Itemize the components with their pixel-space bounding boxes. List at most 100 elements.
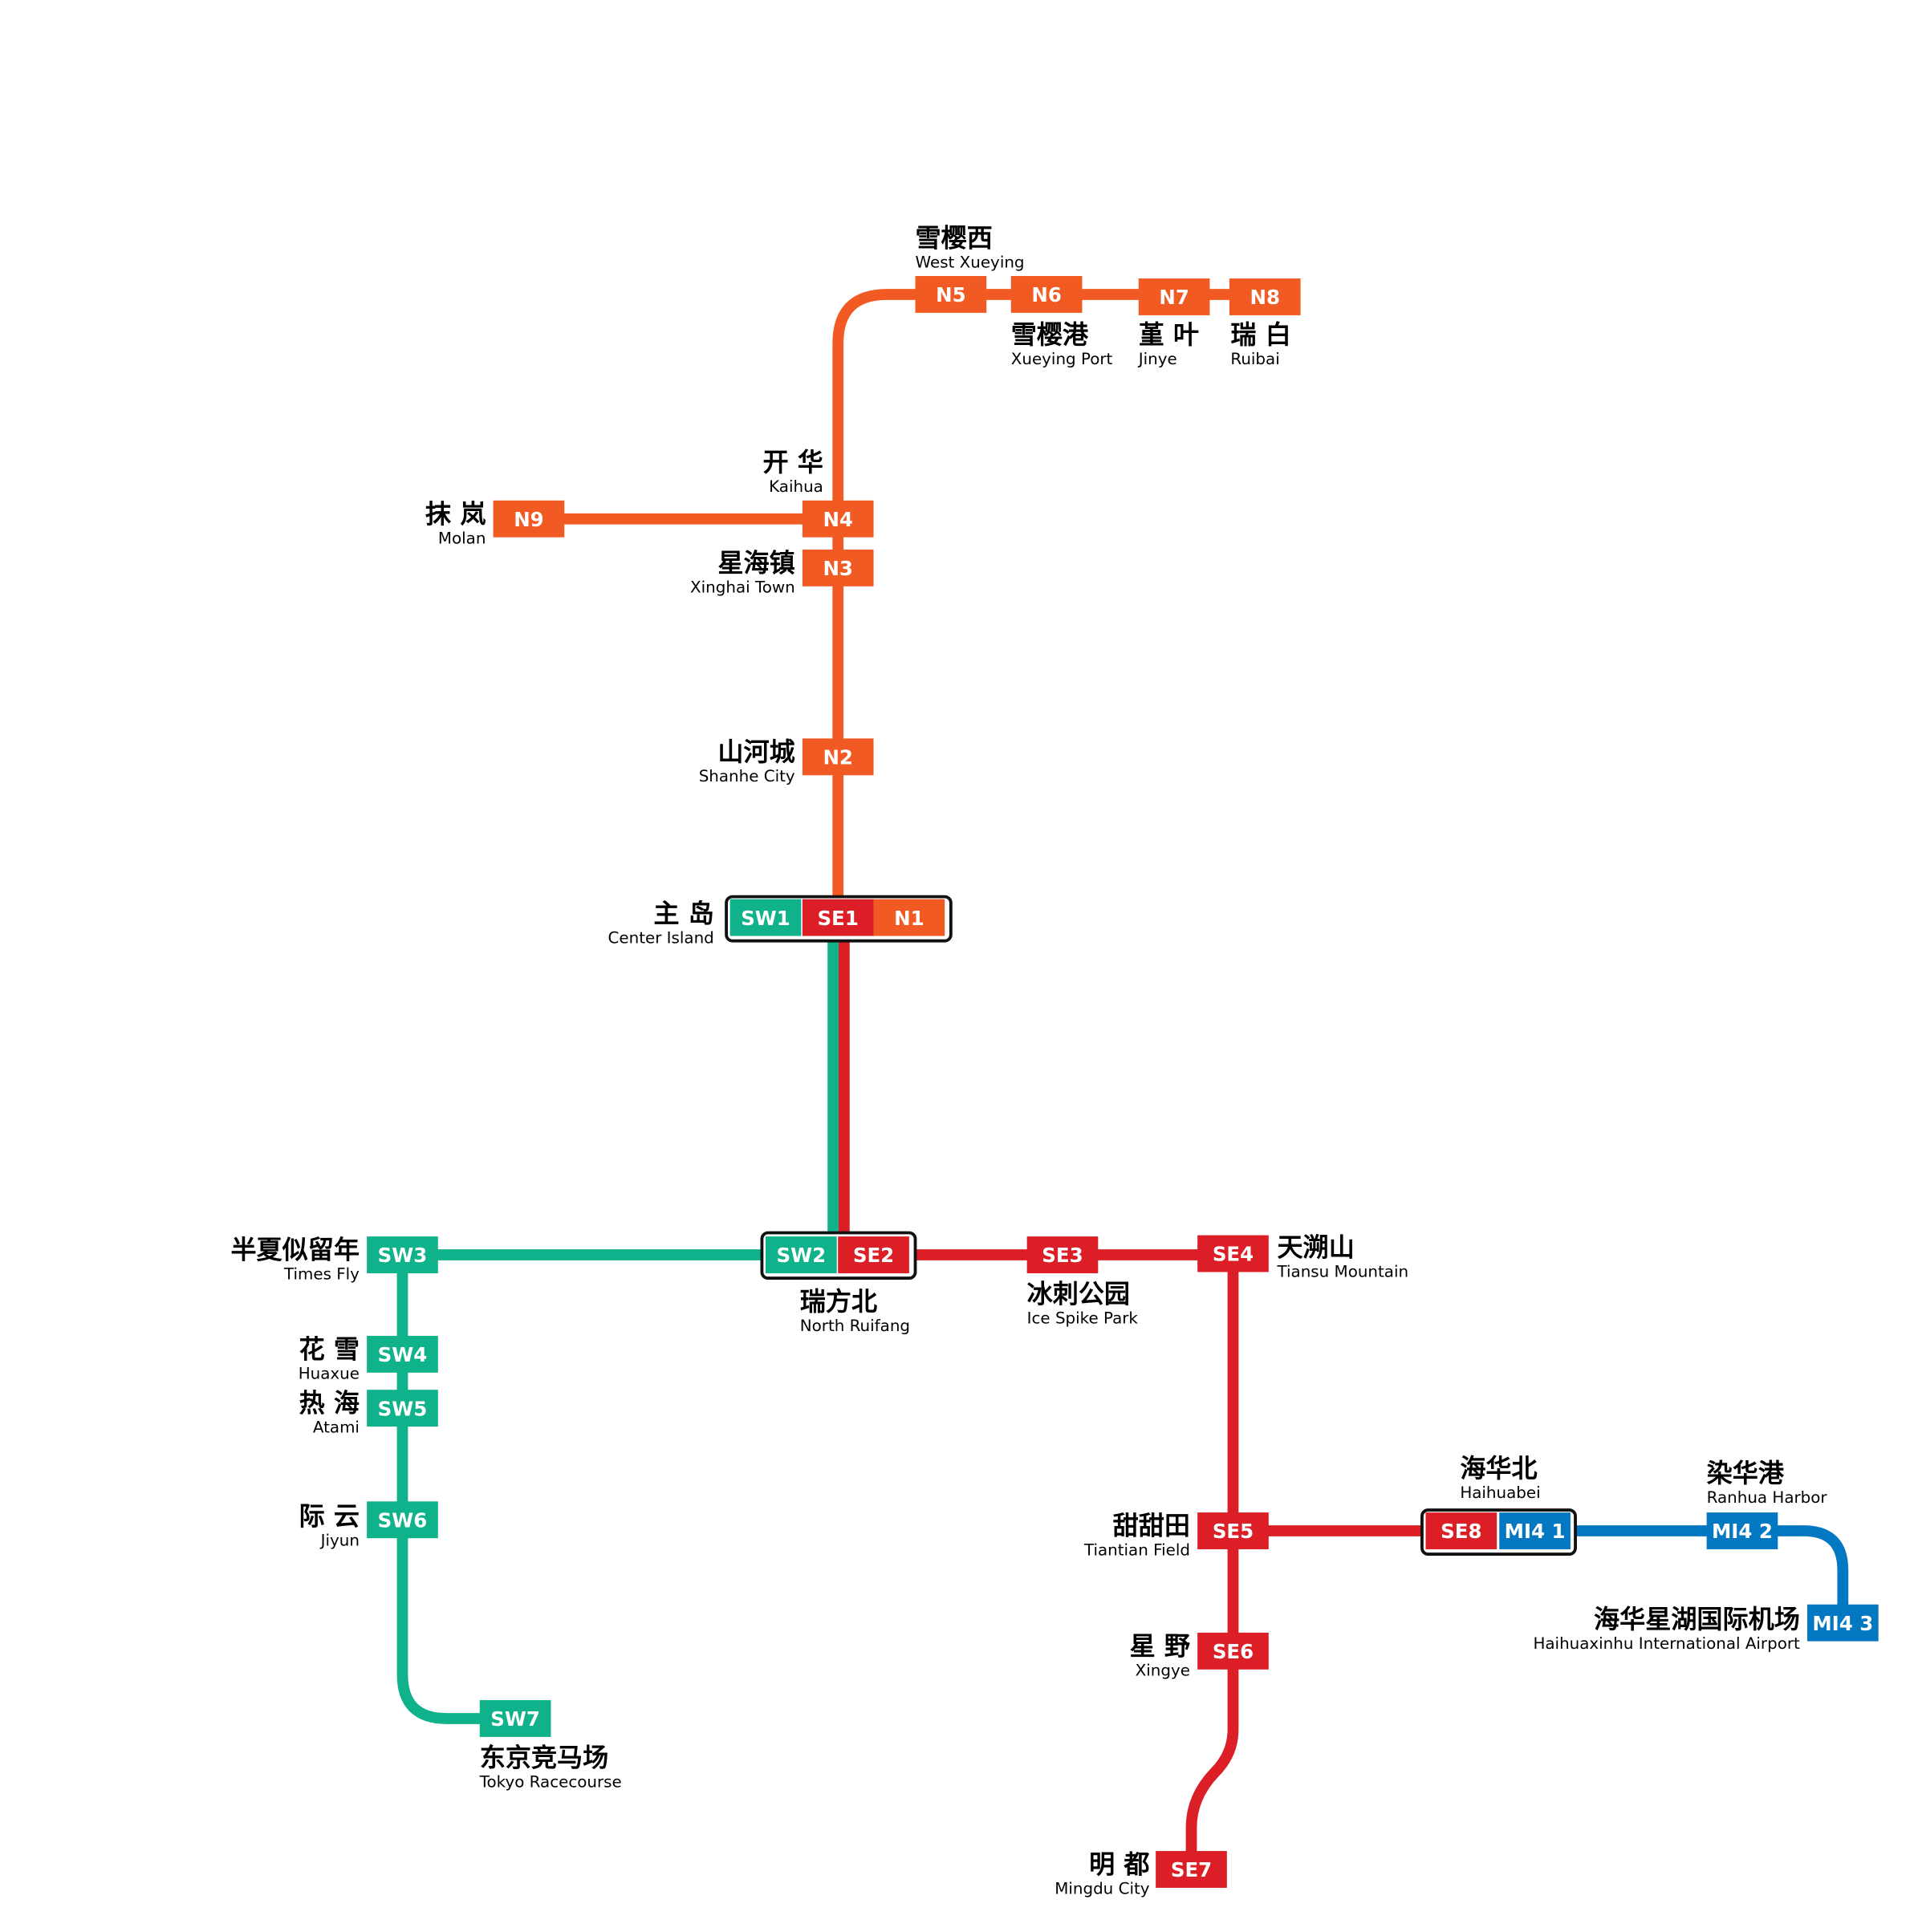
station-sw1[interactable]: SW1 <box>729 899 802 936</box>
station-mi4-3[interactable]: MI4 3 <box>1806 1604 1879 1642</box>
station-name-en: Xingye <box>1136 1661 1190 1679</box>
station-code: SW2 <box>777 1244 827 1267</box>
station-sw3[interactable]: SW3 <box>367 1236 438 1273</box>
station-code: SW1 <box>741 907 790 930</box>
station-code: N4 <box>823 508 852 531</box>
station-code: SE6 <box>1213 1640 1254 1663</box>
station-name-zh: 际 云 <box>299 1500 360 1531</box>
station-name-en: Xueying Port <box>1011 350 1113 368</box>
station-badge <box>1499 1512 1571 1549</box>
station-badge <box>1197 1512 1269 1549</box>
station-se3[interactable]: SE3 <box>1026 1236 1099 1273</box>
station-sw4[interactable]: SW4 <box>367 1335 438 1373</box>
station-se2[interactable]: SE2 <box>838 1236 909 1273</box>
station-se6[interactable]: SE6 <box>1197 1632 1269 1670</box>
station-name-zh: 瑞 白 <box>1230 319 1290 350</box>
station-name-en: Jiyun <box>319 1531 360 1549</box>
station-n9[interactable]: N9 <box>493 500 565 538</box>
station-se4[interactable]: SE4 <box>1197 1235 1269 1272</box>
station-sw5[interactable]: SW5 <box>367 1390 438 1427</box>
station-badge <box>838 1236 909 1273</box>
station-code: SW7 <box>490 1707 540 1731</box>
line-southwest <box>396 1255 516 1724</box>
station-n7[interactable]: N7 <box>1138 278 1210 315</box>
station-n2[interactable]: N2 <box>802 738 874 776</box>
station-badge <box>802 899 874 936</box>
station-n6[interactable]: N6 <box>1010 276 1083 313</box>
station-code: SE8 <box>1441 1520 1481 1543</box>
station-badge <box>1026 1236 1099 1273</box>
station-name-en: Mingdu City <box>1055 1880 1150 1898</box>
interchange-frames <box>725 895 1577 1556</box>
station-name-zh: 星 野 <box>1130 1630 1190 1661</box>
station-code: N2 <box>823 746 852 769</box>
station-code: SW4 <box>378 1343 428 1366</box>
station-badge <box>802 500 874 538</box>
station-name-zh: 开 华 <box>762 447 823 477</box>
station-badge <box>367 1236 438 1273</box>
station-code: N6 <box>1031 283 1061 306</box>
station-sw6[interactable]: SW6 <box>367 1501 438 1539</box>
station-n3[interactable]: N3 <box>802 549 874 586</box>
station-n4[interactable]: N4 <box>802 500 874 538</box>
station-n1[interactable]: N1 <box>873 899 945 936</box>
station-name-zh: 冰刺公园 <box>1027 1279 1130 1309</box>
line-north <box>832 289 1266 918</box>
station-name-en: West Xueying <box>916 253 1025 271</box>
station-badge <box>367 1501 438 1539</box>
station-name-en: Jinye <box>1137 350 1177 368</box>
station-code: N5 <box>936 283 965 306</box>
station-code: N7 <box>1159 286 1189 309</box>
station-n8[interactable]: N8 <box>1229 278 1301 315</box>
station-sw7[interactable]: SW7 <box>479 1700 551 1737</box>
station-badge <box>1229 278 1301 315</box>
station-name-en: Haihuabei <box>1460 1484 1540 1502</box>
station-code: MI4 3 <box>1812 1612 1873 1635</box>
station-n5[interactable]: N5 <box>915 276 987 313</box>
route-lines <box>396 289 1849 1869</box>
station-code: MI4 2 <box>1712 1520 1773 1543</box>
station-code: SE2 <box>853 1244 894 1267</box>
station-se1[interactable]: SE1 <box>802 899 874 936</box>
station-se5[interactable]: SE5 <box>1197 1512 1269 1549</box>
station-name-zh: 瑞方北 <box>800 1286 877 1317</box>
station-sw2[interactable]: SW2 <box>766 1236 837 1273</box>
station-name-zh: 花 雪 <box>299 1333 360 1364</box>
line-southeast <box>1185 1253 1239 1869</box>
station-name-en: Atami <box>313 1419 360 1437</box>
station-se8[interactable]: SE8 <box>1425 1512 1497 1549</box>
station-badge <box>367 1390 438 1427</box>
station-code: SE7 <box>1171 1858 1212 1881</box>
station-code: MI4 1 <box>1505 1520 1566 1543</box>
station-name-zh: 抹 岚 <box>425 498 486 529</box>
station-se7[interactable]: SE7 <box>1156 1851 1227 1888</box>
station-mi4-2[interactable]: MI4 2 <box>1706 1512 1778 1549</box>
station-name-en: Haihuaxinhu International Airport <box>1533 1634 1800 1653</box>
station-mi4-1[interactable]: MI4 1 <box>1499 1512 1571 1549</box>
station-name-en: Times Fly <box>283 1265 360 1284</box>
